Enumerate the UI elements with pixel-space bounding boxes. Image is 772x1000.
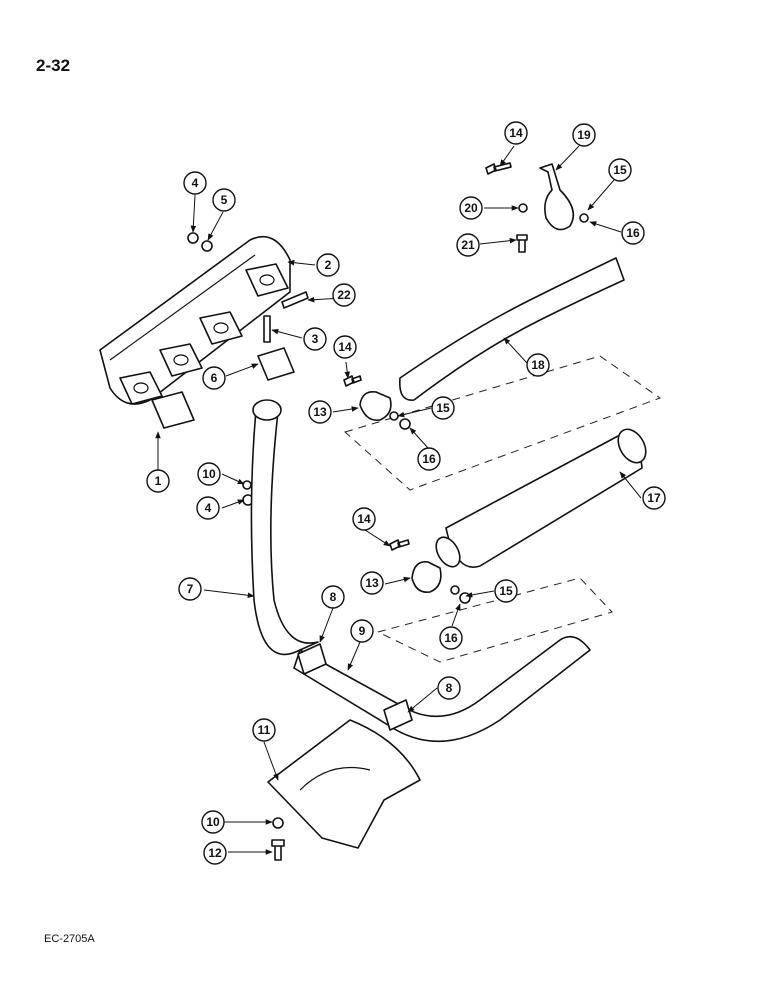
muffler xyxy=(435,428,647,568)
pipe-clamp-upper xyxy=(297,643,327,675)
callout-3: 3 xyxy=(303,327,327,351)
pipe-clamp-lower xyxy=(383,699,413,731)
svg-text:20: 20 xyxy=(464,201,478,215)
svg-text:1: 1 xyxy=(155,474,162,488)
callout-16-lower: 16 xyxy=(439,626,463,650)
callout-14-lower: 14 xyxy=(352,507,376,531)
callout-20: 20 xyxy=(459,196,483,220)
svg-text:17: 17 xyxy=(647,491,661,505)
svg-text:14: 14 xyxy=(338,340,352,354)
callout-2: 2 xyxy=(316,253,340,277)
clamp-upper xyxy=(359,390,392,422)
callout-10-upper: 10 xyxy=(197,462,221,486)
callout-9: 9 xyxy=(350,619,374,643)
svg-text:16: 16 xyxy=(444,631,458,645)
callout-16-top: 16 xyxy=(621,221,645,245)
callout-8-lower: 8 xyxy=(437,676,461,700)
callout-14-top: 14 xyxy=(504,121,528,145)
callout-17: 17 xyxy=(642,486,666,510)
pipe-gasket xyxy=(257,347,295,381)
svg-text:10: 10 xyxy=(202,467,216,481)
svg-text:13: 13 xyxy=(365,576,379,590)
dashed-guides xyxy=(343,355,662,663)
svg-text:14: 14 xyxy=(357,512,371,526)
callout-21: 21 xyxy=(456,233,480,257)
svg-text:19: 19 xyxy=(577,128,591,142)
callout-15-top: 15 xyxy=(608,158,632,182)
manifold-gasket xyxy=(151,391,195,429)
callout-22: 22 xyxy=(332,283,356,307)
svg-text:4: 4 xyxy=(205,501,212,515)
clamp-lower xyxy=(411,561,442,594)
svg-text:2: 2 xyxy=(325,258,332,272)
svg-text:16: 16 xyxy=(422,452,436,466)
callout-11: 11 xyxy=(252,718,276,742)
page-number: 2-32 xyxy=(36,56,71,75)
heat-shield xyxy=(267,719,421,849)
svg-text:16: 16 xyxy=(626,226,640,240)
leader-lines xyxy=(155,145,642,855)
callout-6: 6 xyxy=(202,366,226,390)
bolts xyxy=(271,162,528,861)
figure-code: EC-2705A xyxy=(44,933,95,945)
callout-10-lower: 10 xyxy=(201,810,225,834)
svg-text:18: 18 xyxy=(531,358,545,372)
svg-text:5: 5 xyxy=(221,193,228,207)
connecting-pipe xyxy=(293,635,591,743)
svg-text:7: 7 xyxy=(187,582,194,596)
callout-1: 1 xyxy=(146,469,170,493)
svg-text:15: 15 xyxy=(499,584,513,598)
callout-7: 7 xyxy=(178,577,202,601)
exhaust-manifold xyxy=(99,235,291,405)
svg-text:10: 10 xyxy=(206,815,220,829)
svg-text:21: 21 xyxy=(461,238,475,252)
callout-15-lower: 15 xyxy=(494,579,518,603)
callout-8-upper: 8 xyxy=(321,585,345,609)
callout-13-upper: 13 xyxy=(308,400,332,424)
svg-text:14: 14 xyxy=(509,126,523,140)
svg-text:12: 12 xyxy=(208,846,222,860)
svg-text:8: 8 xyxy=(446,681,453,695)
svg-text:8: 8 xyxy=(330,590,337,604)
callout-14-mid: 14 xyxy=(333,335,357,359)
callout-5: 5 xyxy=(212,188,236,212)
svg-text:15: 15 xyxy=(436,401,450,415)
svg-text:6: 6 xyxy=(211,371,218,385)
callout-18: 18 xyxy=(526,353,550,377)
svg-text:4: 4 xyxy=(192,176,199,190)
down-pipe xyxy=(250,409,319,656)
callout-19: 19 xyxy=(572,123,596,147)
svg-text:3: 3 xyxy=(312,332,319,346)
svg-text:22: 22 xyxy=(337,288,351,302)
callout-15-mid: 15 xyxy=(431,396,455,420)
callout-16-mid: 16 xyxy=(417,447,441,471)
bracket xyxy=(539,163,575,231)
svg-text:9: 9 xyxy=(359,624,366,638)
callout-4-top: 4 xyxy=(183,171,207,195)
svg-text:11: 11 xyxy=(258,723,271,737)
callout-12: 12 xyxy=(203,841,227,865)
callout-13-lower: 13 xyxy=(360,571,384,595)
svg-text:13: 13 xyxy=(313,405,327,419)
tail-pipe xyxy=(398,257,625,401)
callout-4-lower: 4 xyxy=(196,496,220,520)
svg-text:15: 15 xyxy=(613,163,627,177)
